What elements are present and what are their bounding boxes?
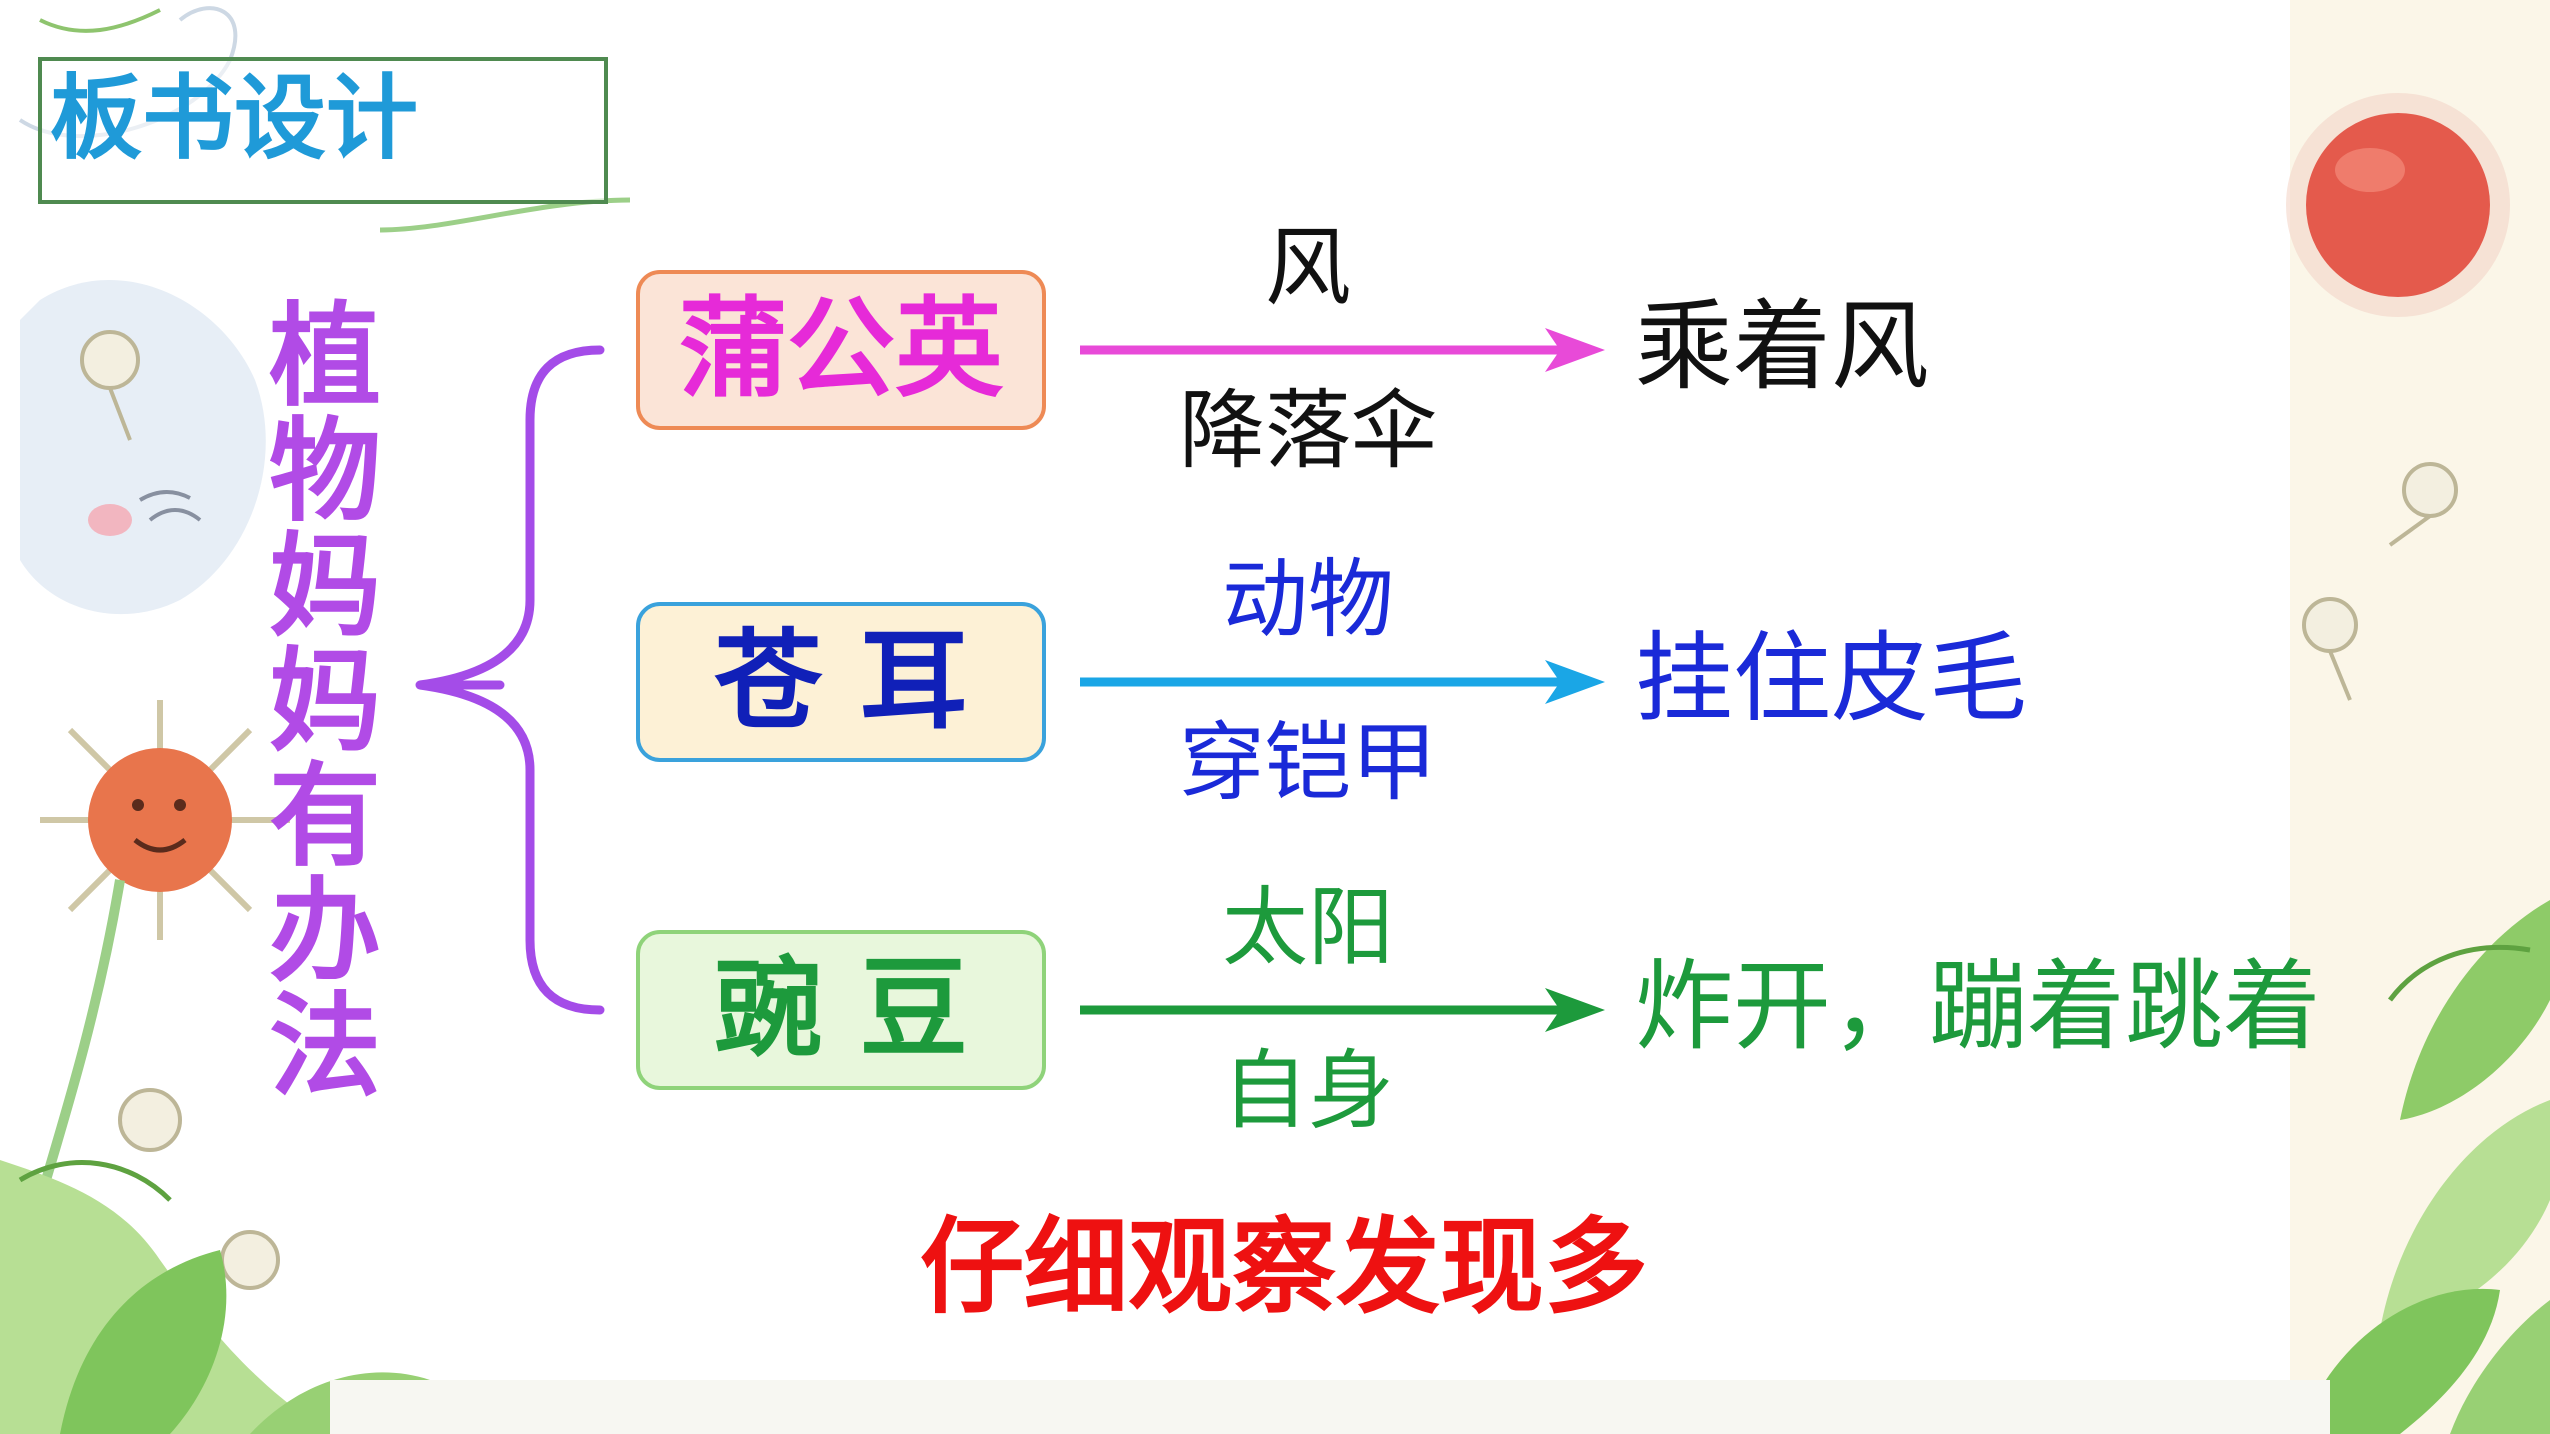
slogan: 仔细观察发现多 [920, 1206, 1649, 1328]
result-text: 炸开，蹦着跳着 [1635, 950, 2322, 1064]
vertical-title-char: 法 [269, 982, 381, 1112]
vertical-title-char: 有 [269, 752, 381, 882]
result-text: 乘着风 [1635, 290, 1930, 404]
vertical-title: 植物妈妈有办法 [265, 300, 385, 1105]
dandelion-seed-icon [80, 330, 2458, 1290]
condition-bottom: 自身 [1222, 1041, 1394, 1141]
vertical-title-char: 妈 [269, 522, 381, 652]
heading-frame [38, 57, 608, 204]
result-text: 挂住皮毛 [1635, 622, 2028, 736]
arrow-head-icon [1545, 988, 1605, 1032]
red-sun-icon [2286, 93, 2510, 317]
slide-heading: 板书设计 [50, 65, 419, 172]
dandelion-flower-icon [35, 700, 290, 1202]
leaf-icon [2300, 900, 2550, 1434]
condition-top: 风 [1265, 218, 1351, 318]
curly-brace [419, 345, 605, 1015]
arrow-head-icon [1545, 660, 1605, 704]
vertical-title-char: 物 [269, 407, 381, 537]
plant-box: 豌 豆 [636, 930, 1046, 1090]
condition-bottom: 降落伞 [1179, 381, 1437, 481]
arrow-head-icon [1545, 328, 1605, 372]
vertical-title-char: 植 [269, 292, 381, 422]
condition-bottom: 穿铠甲 [1179, 713, 1437, 813]
vertical-title-char: 办 [269, 867, 381, 997]
vertical-title-char: 妈 [269, 637, 381, 767]
condition-top: 动物 [1222, 550, 1394, 650]
plant-box: 苍 耳 [636, 602, 1046, 762]
condition-top: 太阳 [1222, 878, 1394, 978]
plant-box: 蒲公英 [636, 270, 1046, 430]
